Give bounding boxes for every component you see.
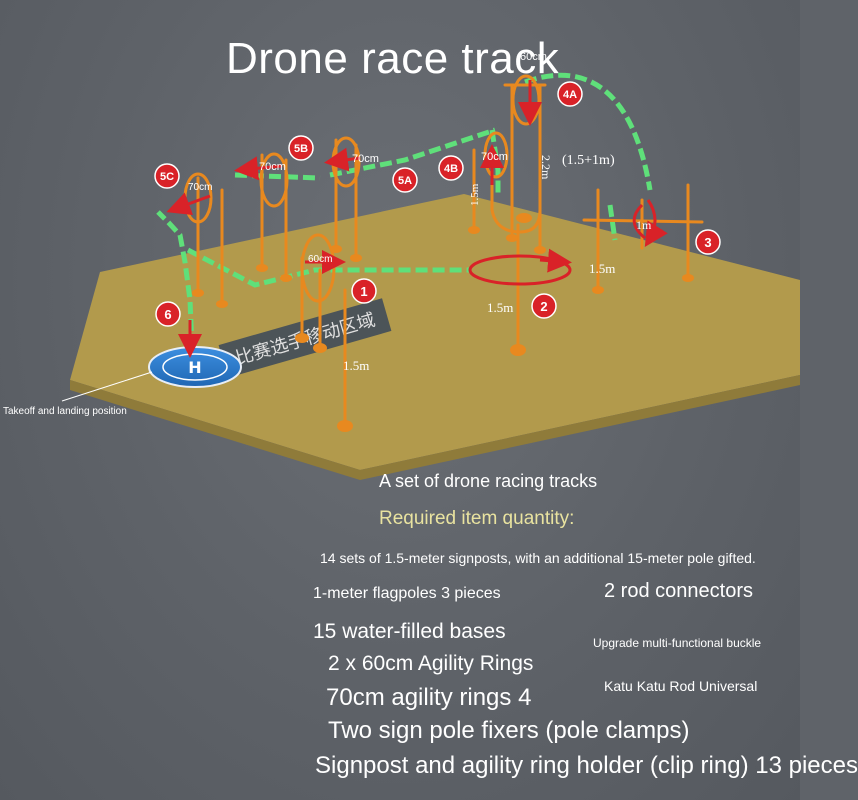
svg-text:5C: 5C	[160, 171, 174, 183]
kit-subtitle: A set of drone racing tracks	[379, 471, 598, 491]
marker-5b: 5B	[288, 135, 314, 161]
bases	[192, 213, 694, 432]
page-title: Drone race track	[226, 34, 560, 83]
ring-5b	[259, 152, 289, 208]
path-arc-4a	[524, 72, 653, 191]
floor-mat-edge	[70, 375, 800, 480]
svg-text:4A: 4A	[563, 89, 577, 101]
path-gate3	[607, 204, 618, 241]
marker-4a: 4A	[557, 81, 583, 107]
marker-6: 6	[155, 301, 181, 327]
item-60cm-rings: 2 x 60cm Agility Rings	[328, 652, 534, 675]
svg-text:1.5m: 1.5m	[589, 261, 615, 276]
marker-5a: 5A	[392, 167, 418, 193]
item-flagpoles: 1-meter flagpoles 3 pieces	[313, 585, 501, 602]
path-4b-4a	[489, 129, 501, 195]
path-start-up	[156, 210, 195, 349]
item-buckle: Upgrade multi-functional buckle	[593, 636, 762, 650]
marker-5c: 5C	[154, 163, 180, 189]
svg-text:4B: 4B	[444, 163, 458, 175]
track-scene: 比赛选手移动区域 H	[61, 51, 800, 480]
arrow-3-loop	[632, 203, 646, 240]
item-bases: 15 water-filled bases	[313, 620, 506, 643]
marker-2: 2	[531, 293, 557, 319]
arrow-5c	[166, 192, 211, 216]
takeoff-landing-label: Takeoff and landing position	[3, 406, 127, 417]
svg-text:1.5m: 1.5m	[487, 300, 513, 315]
svg-text:70cm: 70cm	[481, 151, 508, 163]
svg-text:60cm: 60cm	[308, 254, 332, 265]
item-70cm-rings: 70cm agility rings 4	[326, 684, 532, 711]
ring-4b-u	[490, 160, 542, 234]
path-5c-5b	[234, 172, 321, 181]
svg-text:70cm: 70cm	[352, 153, 379, 165]
svg-text:2.2m: 2.2m	[539, 155, 553, 180]
item-signposts: 14 sets of 1.5-meter signposts, with an …	[320, 550, 756, 566]
svg-text:3: 3	[704, 235, 711, 250]
marker-3: 3	[695, 229, 721, 255]
svg-text:5A: 5A	[398, 175, 412, 187]
svg-text:6: 6	[164, 307, 171, 322]
takeoff-leader-line	[61, 371, 153, 402]
arrow-5b	[234, 156, 283, 181]
item-clip-rings: Signpost and agility ring holder (clip r…	[315, 752, 858, 779]
svg-text:60cm: 60cm	[520, 51, 547, 63]
pad-h-symbol: H	[188, 358, 201, 377]
dimension-labels: 60cm 2.2m (1.5+1m) 70cm 1.5m 70cm 70cm 7…	[188, 51, 652, 373]
svg-text:(1.5+1m): (1.5+1m)	[562, 153, 615, 168]
arrow-5a	[324, 147, 361, 172]
marker-1: 1	[351, 278, 377, 304]
marker-4b: 4B	[438, 155, 464, 181]
item-pole-clamps: Two sign pole fixers (pole clamps)	[328, 717, 690, 744]
direction-arrows	[166, 80, 668, 358]
floor-mat	[70, 194, 800, 470]
svg-text:2: 2	[540, 299, 547, 314]
svg-text:1m: 1m	[636, 218, 652, 232]
svg-text:1.5m: 1.5m	[343, 358, 369, 373]
poles	[196, 83, 704, 424]
required-heading: Required item quantity:	[379, 508, 575, 529]
svg-text:70cm: 70cm	[188, 182, 212, 193]
item-katu-rod: Katu Katu Rod Universal	[604, 678, 758, 694]
svg-text:5B: 5B	[294, 143, 308, 155]
svg-text:1: 1	[360, 284, 367, 299]
landing-pad: H	[148, 346, 242, 388]
svg-text:1.5m: 1.5m	[469, 183, 481, 206]
item-rod-connectors: 2 rod connectors	[604, 580, 753, 602]
svg-text:70cm: 70cm	[259, 161, 286, 173]
